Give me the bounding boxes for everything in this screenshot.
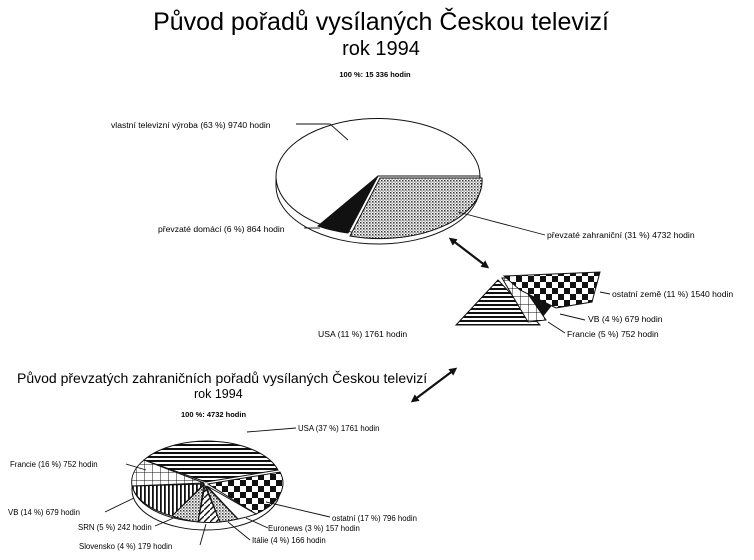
leader-lower-usa <box>246 427 297 433</box>
label-foreign: převzaté zahraniční (31 %) 4732 hodin <box>547 230 695 240</box>
leader-foreign <box>457 211 546 236</box>
sub-slice-other-countries <box>502 271 601 309</box>
lower-slice-uk <box>131 483 206 517</box>
lower-slice-usa <box>143 440 279 483</box>
label-lower-other: ostatní (17 %) 796 hodin <box>332 514 417 523</box>
leader-france <box>547 321 566 334</box>
chart2-total-note: 100 %: 4732 hodin <box>181 410 246 419</box>
label-lower-italy: Itálie (4 %) 166 hodin <box>252 536 326 545</box>
chart-total-note: 100 %: 15 336 hodin <box>339 70 411 79</box>
main-slice-domestic <box>317 175 379 234</box>
chart2-subtitle: rok 1994 <box>194 387 243 401</box>
chart-subtitle: rok 1994 <box>342 38 420 60</box>
leader-lower-germany <box>154 516 177 527</box>
lower-slice-france <box>131 459 205 487</box>
label-usa: USA (11 %) 1761 hodin <box>318 329 407 339</box>
label-lower-uk: VB (14 %) 679 hodin <box>8 508 80 517</box>
main-slice-own-production <box>275 118 481 229</box>
label-other-countries: ostatní země (11 %) 1540 hodin <box>612 289 733 299</box>
label-lower-usa: USA (37 %) 1761 hodin <box>298 424 380 433</box>
double-arrow-lower <box>410 367 458 403</box>
label-domestic: převzaté domácí (6 %) 864 hodin <box>158 224 285 234</box>
main-pie <box>275 118 483 245</box>
lower-slice-other <box>206 471 284 515</box>
label-lower-slovakia: Slovensko (4 %) 179 hodin <box>79 542 172 551</box>
double-arrow-upper <box>448 237 490 269</box>
chart-title: Původ pořadů vysílaných Českou televizí <box>153 7 609 36</box>
leader-own-production <box>296 123 349 141</box>
label-france: Francie (5 %) 752 hodin <box>567 329 659 339</box>
leader-lower-euronews <box>245 517 269 529</box>
foreign-breakdown-pie <box>454 271 601 326</box>
label-own-production: vlastní televizní výroba (63 %) 9740 hod… <box>111 120 271 130</box>
main-slice-foreign <box>349 177 483 240</box>
label-uk: VB (4 %) 679 hodin <box>588 314 663 324</box>
leader-lower-slovakia <box>199 523 207 546</box>
label-lower-france: Francie (16 %) 752 hodin <box>10 460 98 469</box>
lower-pie <box>131 440 284 531</box>
label-lower-germany: SRN (5 %) 242 hodin <box>78 523 152 532</box>
leader-lower-france <box>125 463 147 471</box>
leader-lower-uk <box>104 497 135 513</box>
leader-other-countries <box>599 291 611 295</box>
leader-uk <box>559 313 586 321</box>
label-lower-euronews: Euronews (3 %) 157 hodin <box>268 524 360 533</box>
chart2-title: Původ převzatých zahraničních pořadů vys… <box>17 370 427 386</box>
leader-lower-italy <box>227 521 251 541</box>
leader-lower-other <box>265 501 331 518</box>
